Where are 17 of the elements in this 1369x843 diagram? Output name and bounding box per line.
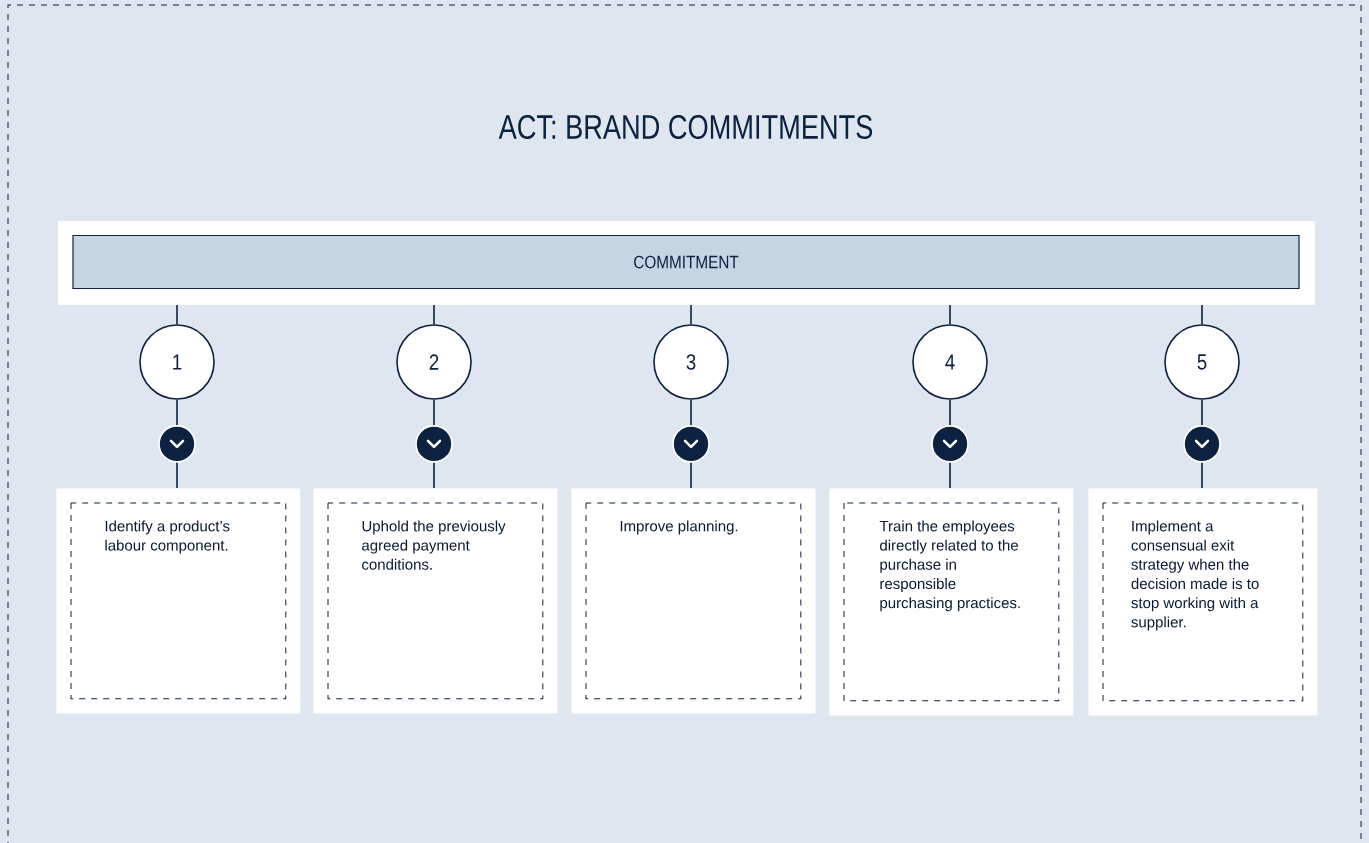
connector [949, 304, 951, 325]
header-bar: COMMITMENT [72, 234, 1300, 290]
connector [672, 399, 710, 489]
title: ACT: BRAND COMMITMENTS [498, 114, 873, 140]
connector [1201, 304, 1203, 325]
card: Identify a product’s labour component. [56, 488, 301, 714]
connector [176, 304, 178, 325]
connector [690, 304, 692, 325]
card: Implement a consensual exit strategy when the decision made is to stop working with a supplier. [1088, 488, 1318, 716]
card: Train the employees directly related to the purchase in responsible purchasing practices. [829, 488, 1074, 716]
connector [931, 399, 969, 489]
connector [1183, 399, 1221, 489]
card: Uphold the previously agreed payment conditions. [313, 488, 558, 714]
connector [158, 399, 196, 489]
card: Improve planning. [571, 488, 816, 714]
connector [415, 399, 453, 489]
connector [433, 304, 435, 325]
